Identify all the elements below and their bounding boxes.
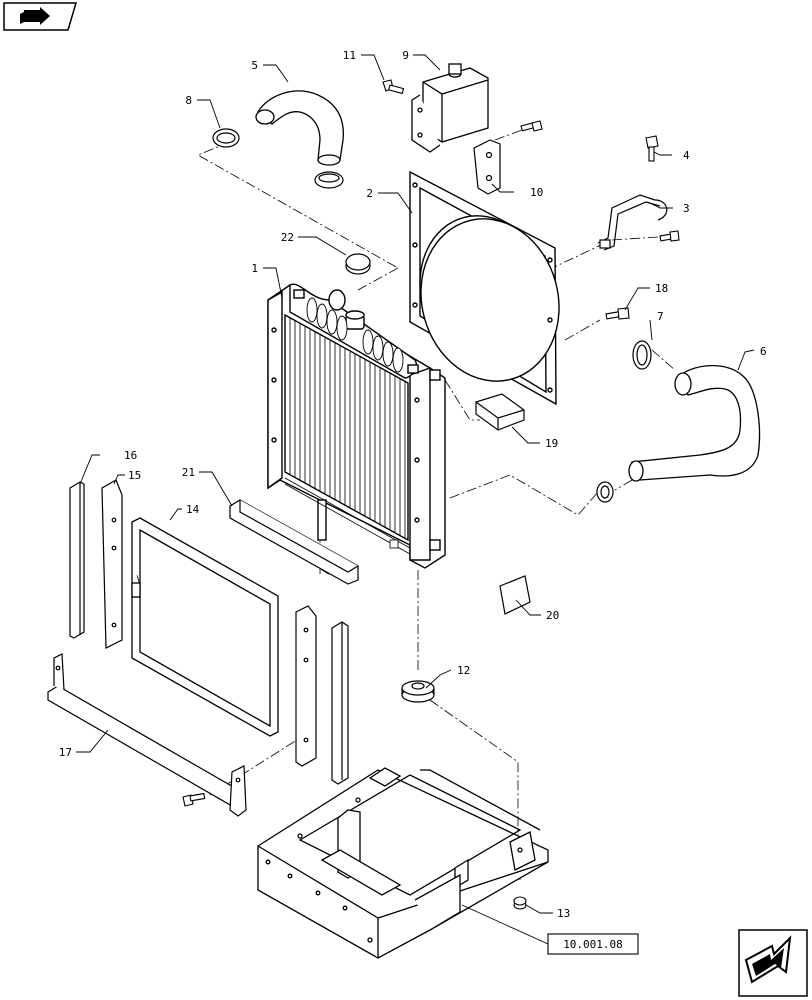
radiator-fins [289, 318, 406, 538]
upper-hose-part-5 [255, 90, 344, 166]
fan-shroud-part-2 [409, 170, 560, 406]
callout-11: 11 [343, 49, 356, 62]
callout-22: 22 [281, 231, 294, 244]
next-arrow-icon[interactable] [738, 929, 808, 997]
bolt-lower [182, 792, 206, 807]
foam-pad-part-20 [499, 575, 531, 615]
callout-10: 10 [530, 186, 543, 199]
hose-clamp-part-8 [212, 128, 240, 148]
radiator-top-ribs [306, 297, 404, 373]
seal-strip-part-16 [69, 481, 85, 639]
base-frame [257, 767, 549, 959]
expansion-tank-part-9 [411, 63, 489, 153]
bracket-part-10 [473, 139, 501, 195]
callout-13: 13 [557, 907, 570, 920]
callout-9: 9 [402, 49, 409, 62]
callout-18: 18 [655, 282, 668, 295]
lower-hose-part-6 [628, 364, 761, 482]
hose-clamp-part-7 [632, 340, 652, 370]
callout-14: 14 [186, 503, 200, 516]
callout-2: 2 [366, 187, 373, 200]
seal-strip-right-b [331, 621, 349, 785]
seal-strip-part-21 [229, 499, 359, 585]
callout-19: 19 [545, 437, 558, 450]
callout-21: 21 [182, 466, 195, 479]
callout-12: 12 [457, 664, 470, 677]
bolt-side [659, 230, 680, 242]
callout-1: 1 [251, 262, 258, 275]
rubber-mount-part-12 [401, 680, 435, 703]
leader-lines [76, 54, 755, 914]
bolt-part-4 [645, 135, 659, 162]
callout-8: 8 [185, 94, 192, 107]
screen-frame-part-14 [131, 517, 279, 737]
bolt-part-18 [605, 307, 630, 320]
radiator-bottom-edge [284, 477, 411, 555]
callout-labels: 1 2 3 4 5 6 7 8 9 10 11 12 13 14 15 16 1… [59, 49, 767, 920]
callout-3: 3 [683, 202, 690, 215]
nut-part-13 [513, 896, 527, 910]
reference-box[interactable]: 10.001.08 [461, 904, 639, 955]
book-arrow-icon[interactable] [3, 2, 78, 31]
seal-strip-part-15 [101, 479, 123, 649]
foam-pad-part-19 [475, 393, 525, 431]
hose-clamp-lower [314, 171, 344, 189]
bolt-part-11 [382, 79, 405, 95]
callout-7: 7 [657, 310, 664, 323]
reference-label: 10.001.08 [563, 938, 623, 951]
callout-16: 16 [124, 449, 137, 462]
callout-4: 4 [683, 149, 690, 162]
seal-strip-right-a [295, 605, 317, 767]
callout-6: 6 [760, 345, 767, 358]
bolt-upper [520, 120, 543, 132]
callout-20: 20 [546, 609, 559, 622]
hose-clamp-side [596, 481, 614, 503]
lower-bracket-part-17 [47, 653, 247, 817]
callout-5: 5 [251, 59, 258, 72]
radiator-cap-part-22 [345, 253, 371, 275]
callout-15: 15 [128, 469, 141, 482]
callout-17: 17 [59, 746, 72, 759]
sensor-bracket-part-3 [597, 194, 668, 251]
